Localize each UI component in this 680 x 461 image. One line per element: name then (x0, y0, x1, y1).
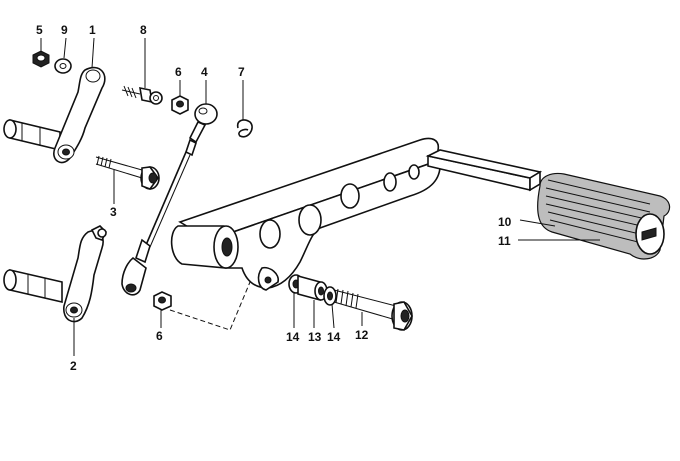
part-2-shift-lever-lower (3, 225, 107, 323)
callout-14-left: 14 (286, 330, 300, 344)
leader-lines (40, 37, 600, 356)
part-7-clip (236, 119, 253, 138)
callout-12: 12 (355, 328, 369, 342)
part-8-bolt (121, 85, 163, 105)
part-6-nut-upper (171, 95, 189, 115)
part-13-bushing (297, 274, 328, 302)
part-5-nut (32, 50, 50, 68)
assembly-dashed-line (169, 281, 251, 331)
callout-5: 5 (36, 23, 43, 37)
part-10-footpad (537, 172, 671, 260)
callout-3: 3 (110, 205, 117, 219)
part-1-shift-lever (3, 66, 106, 164)
callout-1: 1 (89, 23, 96, 37)
callout-10: 10 (498, 215, 512, 229)
callout-2: 2 (70, 359, 77, 373)
part-12-pivot-bolt (333, 288, 413, 331)
pedal-arm (170, 137, 441, 291)
part-9-washer (54, 58, 72, 74)
callout-9: 9 (61, 23, 68, 37)
part-3-bolt (95, 155, 160, 190)
part-4-shift-rod (121, 103, 218, 296)
callout-11: 11 (498, 234, 511, 248)
callout-6-lower: 6 (156, 329, 163, 343)
footpeg-arm (425, 149, 543, 192)
callout-6-upper: 6 (175, 65, 182, 79)
callout-4: 4 (201, 65, 208, 79)
callout-8: 8 (140, 23, 147, 37)
callout-14-right: 14 (327, 330, 341, 344)
part-6-nut-lower (153, 291, 172, 311)
callout-7: 7 (238, 65, 245, 79)
callout-13: 13 (308, 330, 322, 344)
callout-labels: 5 9 1 8 6 4 7 3 2 6 14 13 14 12 10 11 (36, 23, 512, 373)
part-14-washer-b (323, 286, 337, 306)
